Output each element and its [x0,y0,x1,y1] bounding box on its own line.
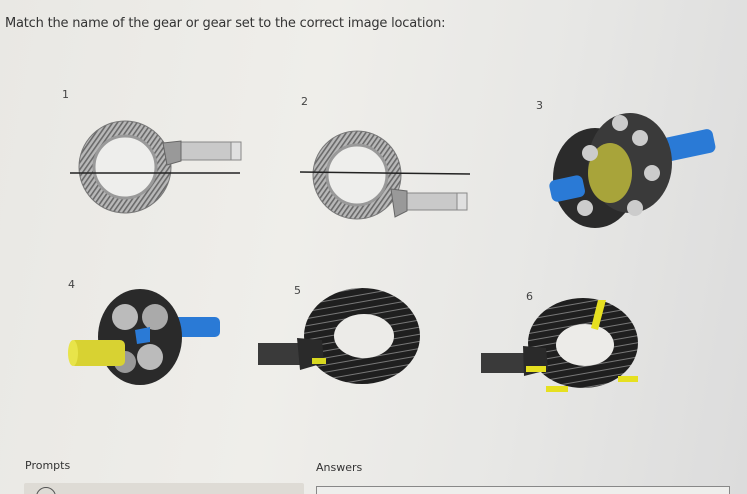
image-number-6: 6 [526,290,533,303]
straight-bevel-gear-highlighted-image [481,298,638,392]
planetary-gear-set-image-a [549,113,716,228]
answers-label: Answers [316,461,363,474]
straight-bevel-gear-image [258,288,420,384]
image-number-3: 3 [536,99,543,112]
prompts-label: Prompts [25,459,71,472]
spiral-bevel-gear-image [70,120,242,214]
image-cell-2: 2 [295,93,480,233]
prompt-radio-icon[interactable] [36,487,56,494]
image-number-4: 4 [68,278,75,291]
answer-dropzone[interactable] [316,486,730,494]
prompt-item[interactable] [24,483,304,494]
question-text: Match the name of the gear or gear set t… [5,16,446,31]
planetary-gear-set-image-b [68,289,220,385]
hypoid-gear-image [299,130,471,220]
image-cell-1: 1 [55,85,255,225]
image-cell-6: 6 [478,278,668,408]
image-number-2: 2 [301,95,308,108]
image-number-1: 1 [62,88,69,101]
image-cell-4: 4 [55,272,235,402]
image-cell-5: 5 [252,278,452,408]
image-number-5: 5 [294,284,301,297]
image-cell-3: 3 [530,93,730,243]
